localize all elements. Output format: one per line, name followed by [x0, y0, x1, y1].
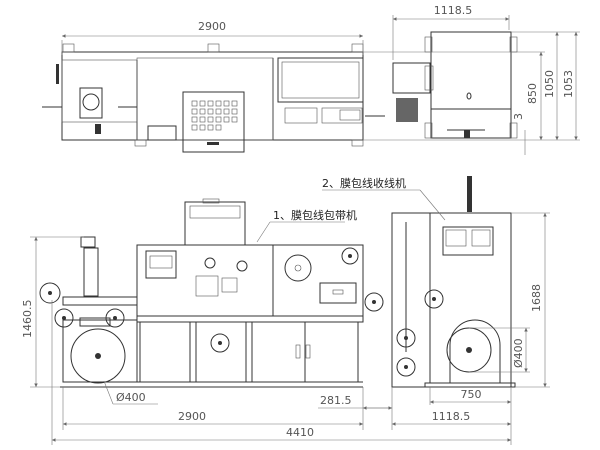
machine2-callout: 2、膜包线收线机 — [322, 176, 446, 221]
machine1-label: 1、膜包线包带机 — [273, 208, 357, 222]
dim-2900-label: 2900 — [198, 20, 226, 33]
dim-281-5-label: 281.5 — [320, 394, 352, 407]
front-view-takeup-machine — [391, 176, 516, 388]
front-view-main-machine — [39, 198, 384, 388]
top-view-takeup-machine — [392, 31, 518, 139]
top-dim-2900: 2900 — [61, 20, 364, 55]
machine1-callout: 1、膜包线包带机 — [256, 208, 357, 243]
dim-4410-label: 4410 — [286, 426, 314, 439]
front-dims: 1460.5 1688 Ø400 Ø400 281.5 750 2900 111… — [21, 212, 550, 445]
dim-850-label: 850 — [526, 83, 539, 104]
dim-dia400-takeup-label: Ø400 — [512, 338, 525, 368]
dim-1118-5-label: 1118.5 — [434, 4, 473, 17]
dim-1688-label: 1688 — [530, 284, 543, 312]
dim-1053-label: 1053 — [562, 70, 575, 98]
top-view-main-machine — [42, 43, 385, 153]
machine2-label: 2、膜包线收线机 — [322, 176, 406, 190]
panel-button-grid — [191, 100, 238, 131]
dim-750-label: 750 — [461, 388, 482, 401]
dim-1050-label: 1050 — [543, 70, 556, 98]
dim-1460-5-label: 1460.5 — [21, 300, 34, 339]
dim-dia400-main-label: Ø400 — [116, 391, 146, 404]
dim-2900-front-label: 2900 — [178, 410, 206, 423]
top-dim-1118-5: 1118.5 — [392, 4, 510, 60]
top-dims-vertical: 850 1050 1053 3 — [363, 31, 580, 155]
dim-1118-5-front-label: 1118.5 — [432, 410, 471, 423]
dim-3-label: 3 — [512, 113, 525, 120]
